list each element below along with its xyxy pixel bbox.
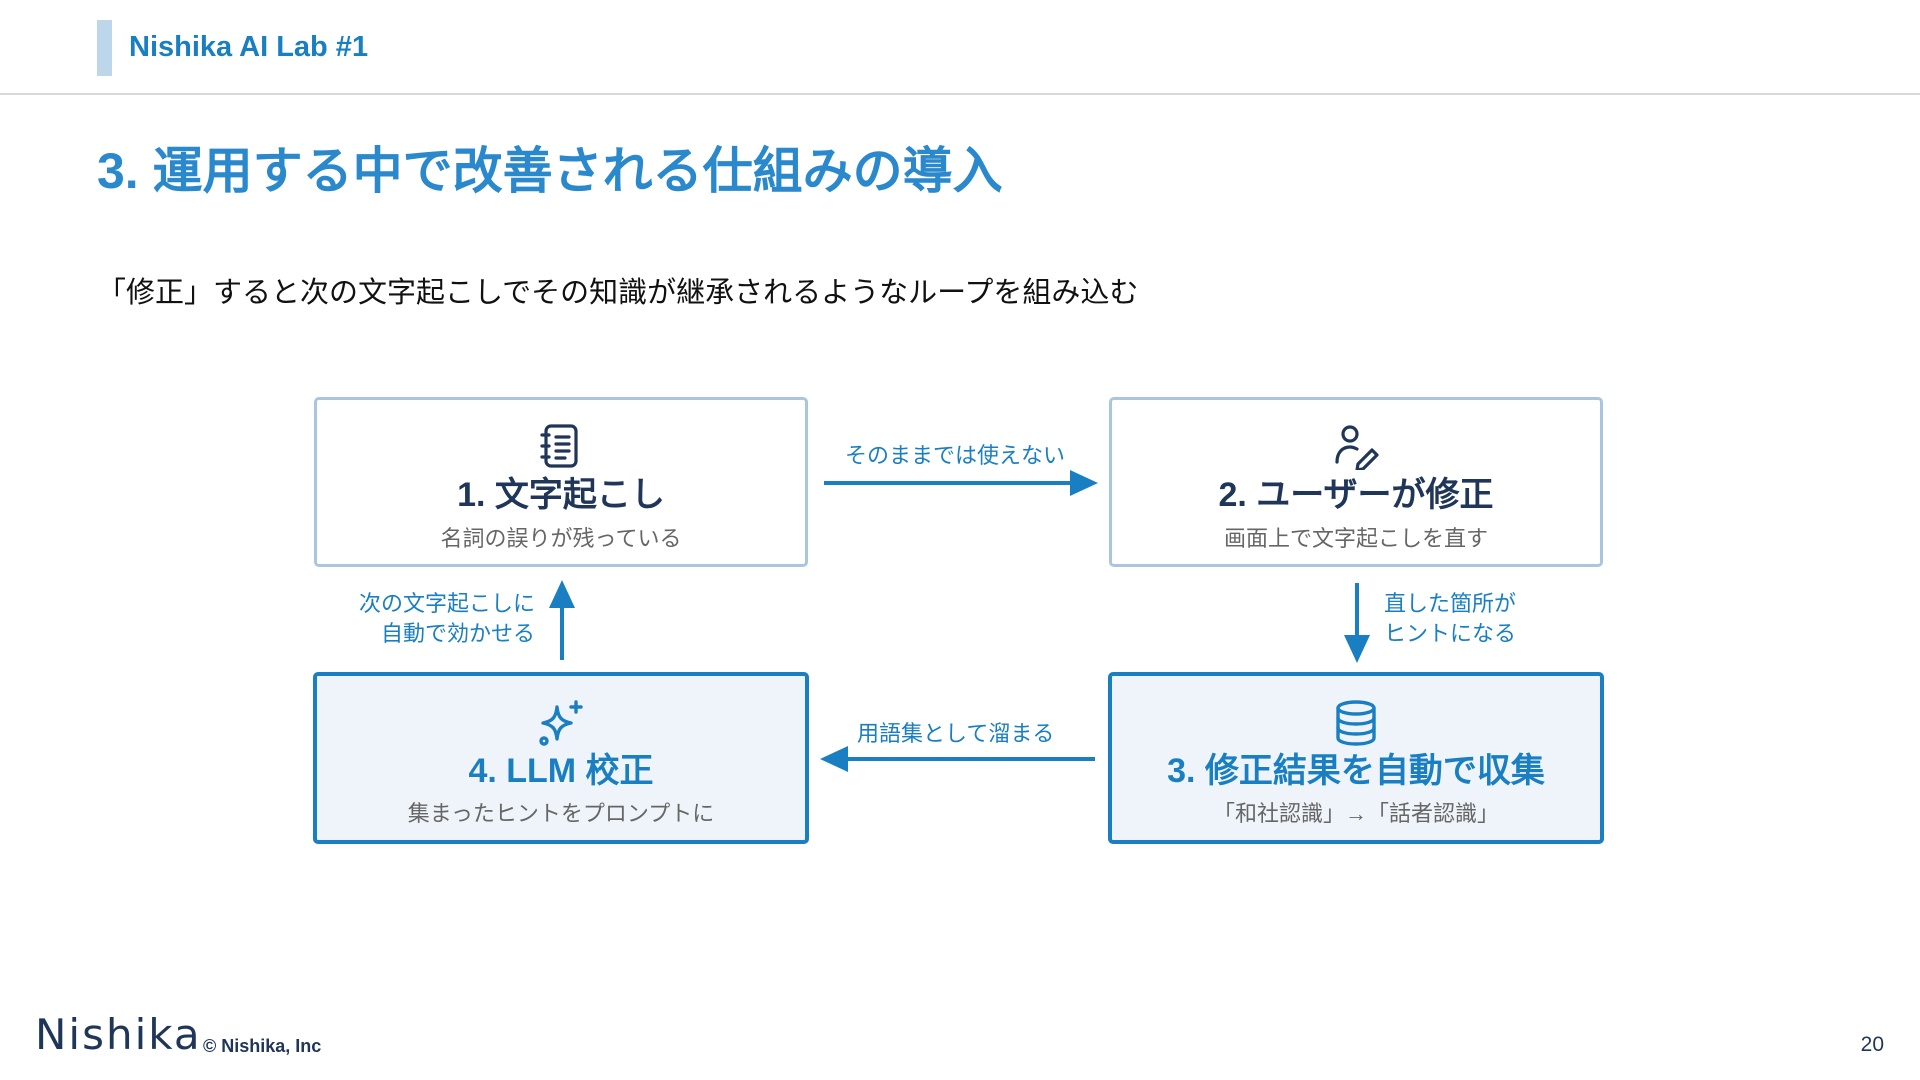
database-icon	[1112, 699, 1600, 747]
step-box-llm-proofread: 4. LLM 校正 集まったヒントをプロンプトに	[313, 672, 809, 844]
step-description: 「和社認識」→「話者認識」	[1212, 801, 1499, 826]
arrow-1-to-2	[824, 470, 1098, 496]
user-edit-icon	[1112, 422, 1600, 470]
sparkles-icon	[317, 699, 805, 747]
page-number: 20	[1860, 1033, 1884, 1056]
arrow-3-to-4	[820, 746, 1095, 772]
copyright-text: © Nishika, Inc	[203, 1036, 322, 1056]
edge-label-4-to-1-line1: 次の文字起こしに	[358, 591, 535, 616]
step-description: 名詞の誤りが残っている	[440, 526, 682, 551]
header-accent-bar	[97, 20, 112, 76]
edge-label-4-to-1-line2: 自動で効かせる	[380, 621, 535, 646]
header-divider	[0, 93, 1920, 95]
page-title: 3. 運用する中で改善される仕組みの導入	[97, 143, 1003, 199]
edge-label-3-to-4: 用語集として溜まる	[857, 721, 1055, 746]
step-title: 2. ユーザーが修正	[1218, 476, 1494, 514]
edge-label-2-to-3-line1: 直した箇所が	[1384, 591, 1517, 616]
step-title: 3. 修正結果を自動で収集	[1167, 752, 1545, 790]
step-box-auto-collect: 3. 修正結果を自動で収集 「和社認識」→「話者認識」	[1108, 672, 1604, 844]
notebook-icon	[317, 422, 805, 470]
company-logo: Nishika	[35, 1010, 202, 1059]
step-box-user-correction: 2. ユーザーが修正 画面上で文字起こしを直す	[1109, 397, 1603, 567]
step-title: 1. 文字起こし	[457, 476, 665, 514]
step-box-transcription: 1. 文字起こし 名詞の誤りが残っている	[314, 397, 808, 567]
step-description: 集まったヒントをプロンプトに	[407, 801, 715, 826]
subtitle: 「修正」すると次の文字起こしでその知識が継承されるようなループを組み込む	[97, 277, 1139, 309]
edge-label-2-to-3-line2: ヒントになる	[1384, 621, 1517, 646]
header-title: Nishika AI Lab #1	[129, 31, 369, 63]
arrow-4-to-1	[549, 580, 575, 660]
step-title: 4. LLM 校正	[468, 752, 654, 790]
edge-label-1-to-2: そのままでは使えない	[845, 443, 1066, 468]
arrow-2-to-3	[1344, 583, 1370, 663]
step-description: 画面上で文字起こしを直す	[1223, 526, 1488, 551]
